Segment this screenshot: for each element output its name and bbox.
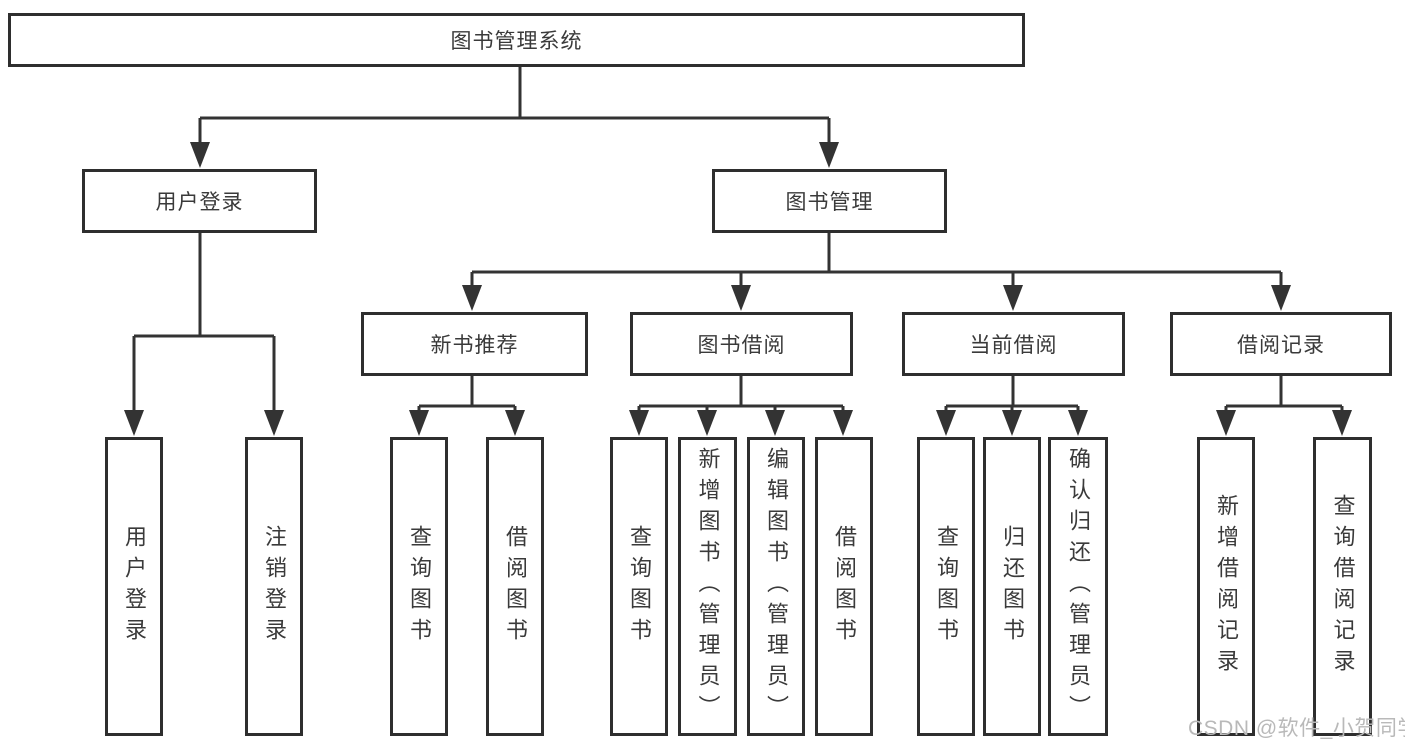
node-current-borrowing: 当前借阅 — [902, 312, 1125, 376]
node-leaf-query-books-2: 查询图书 — [610, 437, 668, 736]
node-leaf-query-borrow-record: 查询借阅记录 — [1313, 437, 1372, 736]
node-new-book-recommendation: 新书推荐 — [361, 312, 588, 376]
node-leaf-borrow-books-1: 借阅图书 — [486, 437, 544, 736]
node-leaf-edit-books-admin: 编辑图书（管理员） — [747, 437, 805, 736]
node-leaf-logout: 注销登录 — [245, 437, 303, 736]
node-leaf-add-books-admin: 新增图书（管理员） — [678, 437, 737, 736]
node-leaf-return-books: 归还图书 — [983, 437, 1041, 736]
node-leaf-borrow-books-2: 借阅图书 — [815, 437, 873, 736]
node-borrowing-records: 借阅记录 — [1170, 312, 1392, 376]
csdn-watermark: CSDN @软件_小贺同学 — [1188, 717, 1405, 740]
node-user-login: 用户登录 — [82, 169, 317, 233]
node-leaf-query-books-1: 查询图书 — [390, 437, 448, 736]
node-leaf-confirm-return-admin: 确认归还（管理员） — [1048, 437, 1108, 736]
node-book-borrowing: 图书借阅 — [630, 312, 853, 376]
node-leaf-query-books-3: 查询图书 — [917, 437, 975, 736]
node-library-system-root: 图书管理系统 — [8, 13, 1025, 67]
node-leaf-add-borrow-record: 新增借阅记录 — [1197, 437, 1255, 736]
node-leaf-user-login: 用户登录 — [105, 437, 163, 736]
node-book-management: 图书管理 — [712, 169, 947, 233]
